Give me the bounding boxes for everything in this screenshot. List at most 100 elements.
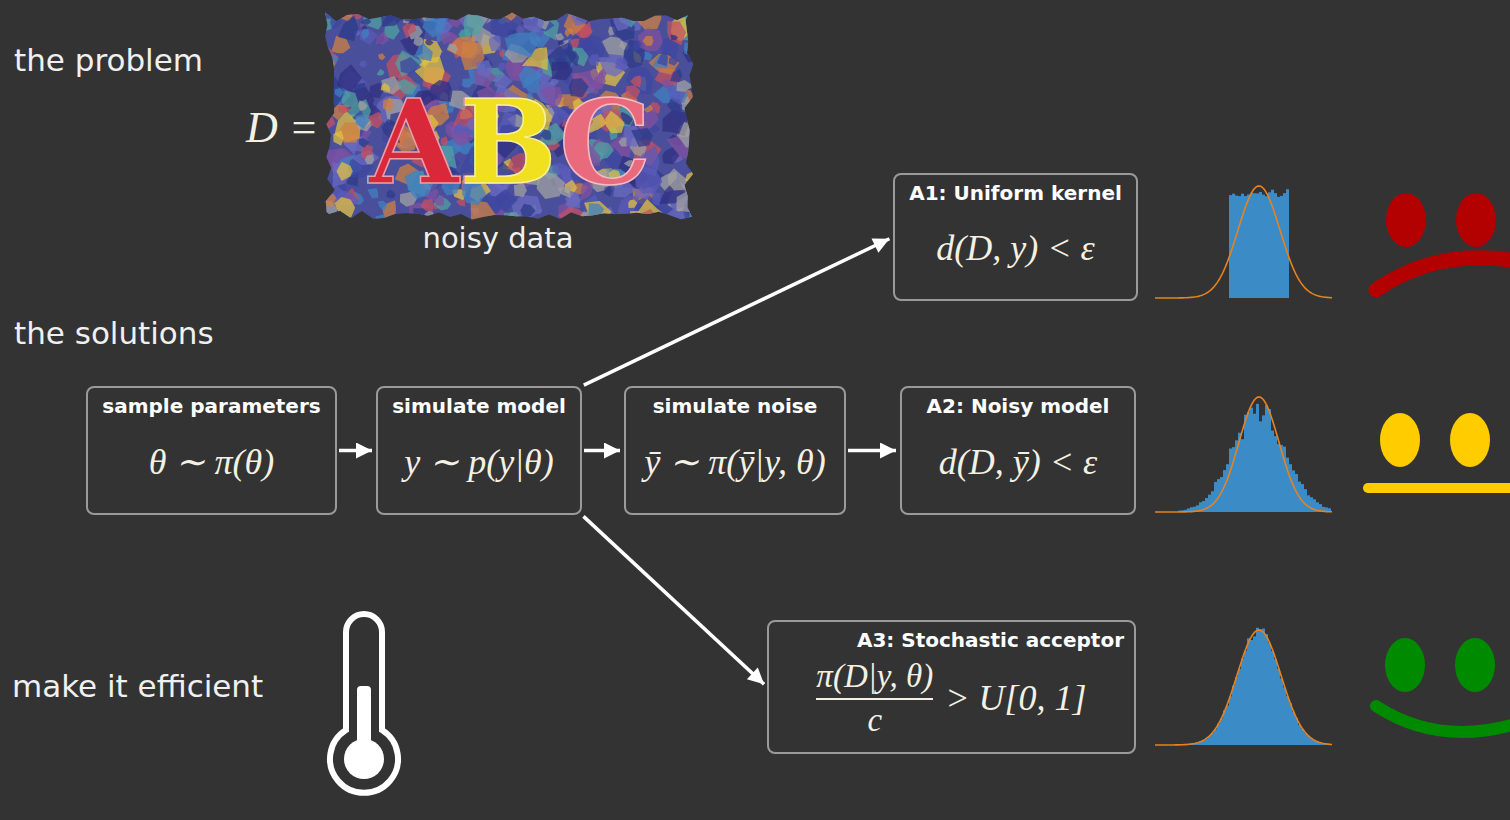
histogram-bar: [1271, 431, 1274, 512]
process-box: A1: Uniform kernel d(D, y) < ε: [893, 173, 1138, 301]
noise-blob: [630, 211, 641, 228]
box-body: θ ∼ π(θ): [88, 418, 335, 513]
smiley-faces: [1368, 193, 1510, 732]
noise-blob: [489, 34, 501, 51]
noise-blob: [360, 18, 371, 25]
noise-blob: [691, 13, 701, 22]
label-holder: the problem: [14, 42, 203, 78]
histogram-bar: [1244, 415, 1247, 512]
histogram-bar: [1259, 629, 1262, 745]
histogram-bar: [1292, 470, 1295, 512]
noise-blob: [504, 32, 538, 57]
histogram-bar: [1208, 495, 1211, 512]
histogram-bar: [1310, 497, 1313, 512]
flow-arrow: [583, 516, 764, 684]
process-box: A3: Stochastic acceptor π(D|y, θ)c> U[0, …: [767, 620, 1136, 754]
formula-row: d(D, ȳ) < ε: [939, 442, 1097, 483]
histogram-bar: [1289, 464, 1292, 512]
histogram-bar: [1232, 686, 1235, 745]
noise-blob: [497, 63, 505, 72]
histogram-bar: [1235, 196, 1238, 298]
noise-blob: [688, 160, 699, 171]
formula-row: y ∼ p(y|θ): [404, 442, 554, 483]
noise-blob: [571, 2, 588, 26]
noise-blob: [671, 35, 679, 41]
noise-blob: [338, 16, 358, 42]
histogram-bar: [1262, 629, 1265, 745]
box-title: A2: Noisy model: [927, 394, 1110, 418]
gaussian-curve: [1155, 186, 1332, 298]
noise-blob: [330, 15, 342, 29]
smiley-eye: [1450, 413, 1490, 467]
label-holder: noisy data: [423, 221, 574, 255]
flow-arrow: [848, 449, 896, 453]
noise-blob: [657, 50, 668, 66]
histogram-bar: [1223, 470, 1226, 512]
formula: θ ∼ π(θ): [149, 442, 274, 483]
histogram-bar: [1229, 696, 1232, 745]
noise-ground: [320, 8, 700, 224]
formula-row: d(D, y) < ε: [936, 228, 1094, 269]
noise-blob: [376, 32, 389, 45]
image-text: ABC: [369, 84, 652, 200]
histogram-bar: [1205, 498, 1208, 512]
noise-blob: [381, 10, 403, 27]
histogram-bar: [1274, 659, 1277, 745]
histogram-bar: [1253, 193, 1256, 298]
noise-blob: [358, 100, 367, 111]
noise-blob: [491, 16, 519, 38]
gaussian-curve: [1155, 397, 1332, 512]
box-title-row: A1: Uniform kernel: [895, 175, 1136, 205]
histogram-bar: [1277, 197, 1280, 298]
noise-blob: [643, 36, 654, 46]
noise-blob: [398, 0, 424, 23]
noise-blob: [676, 191, 697, 212]
noise-blob: [685, 172, 697, 183]
noise-blob: [333, 130, 344, 145]
noise-blob: [588, 54, 599, 66]
noise-blob: [635, 3, 661, 29]
noise-blob: [447, 43, 458, 53]
formula-row: π(D|y, θ)c> U[0, 1]: [816, 658, 1086, 740]
histogram-bar: [1259, 421, 1262, 512]
box-title-row: A3: Stochastic acceptor: [769, 622, 1134, 652]
noise-blob: [669, 56, 679, 66]
formula-row: θ ∼ π(θ): [149, 442, 274, 483]
histogram-bar: [1268, 409, 1271, 512]
noise-blob: [668, 168, 688, 190]
box-title-row: simulate model: [378, 388, 580, 418]
histogram-bar: [1250, 193, 1253, 298]
noise-blob: [677, 0, 699, 19]
histogram-bar: [1259, 192, 1262, 298]
noise-blob: [524, 0, 541, 17]
box-title-row: A2: Noisy model: [902, 388, 1134, 418]
thermometer-bulb: [344, 739, 384, 779]
noise-blob: [324, 6, 337, 19]
histogram-bar: [1256, 193, 1259, 298]
histogram-bar: [1241, 194, 1244, 298]
histogram-bar: [1265, 196, 1268, 298]
formula: ȳ ∼ π(ȳ|y, θ): [644, 442, 826, 483]
noise-blob: [359, 61, 367, 68]
noise-blob: [690, 121, 701, 129]
label-holder: make it efficient: [12, 668, 263, 704]
histogram-bar: [1229, 449, 1232, 512]
smiley-eye: [1386, 193, 1426, 247]
noise-blob: [337, 64, 362, 92]
noise-blob: [589, 203, 604, 218]
noise-blob: [558, 40, 565, 46]
noise-blob: [499, 50, 504, 57]
noise-blob: [421, 199, 435, 213]
noise-blob: [689, 201, 707, 227]
noisy-image: [315, 0, 710, 238]
histogram-bar: [1229, 195, 1232, 298]
noise-blob: [336, 162, 352, 181]
fraction-numerator: π(D|y, θ): [816, 658, 933, 696]
caption: noisy data: [423, 221, 574, 255]
histogram-bar: [1256, 404, 1259, 512]
flat-mouth: [1368, 483, 1510, 493]
section-heading: make it efficient: [12, 668, 263, 704]
data-symbol: D =: [246, 102, 318, 153]
histogram-bar: [1307, 495, 1310, 512]
noise-blob: [638, 28, 663, 51]
